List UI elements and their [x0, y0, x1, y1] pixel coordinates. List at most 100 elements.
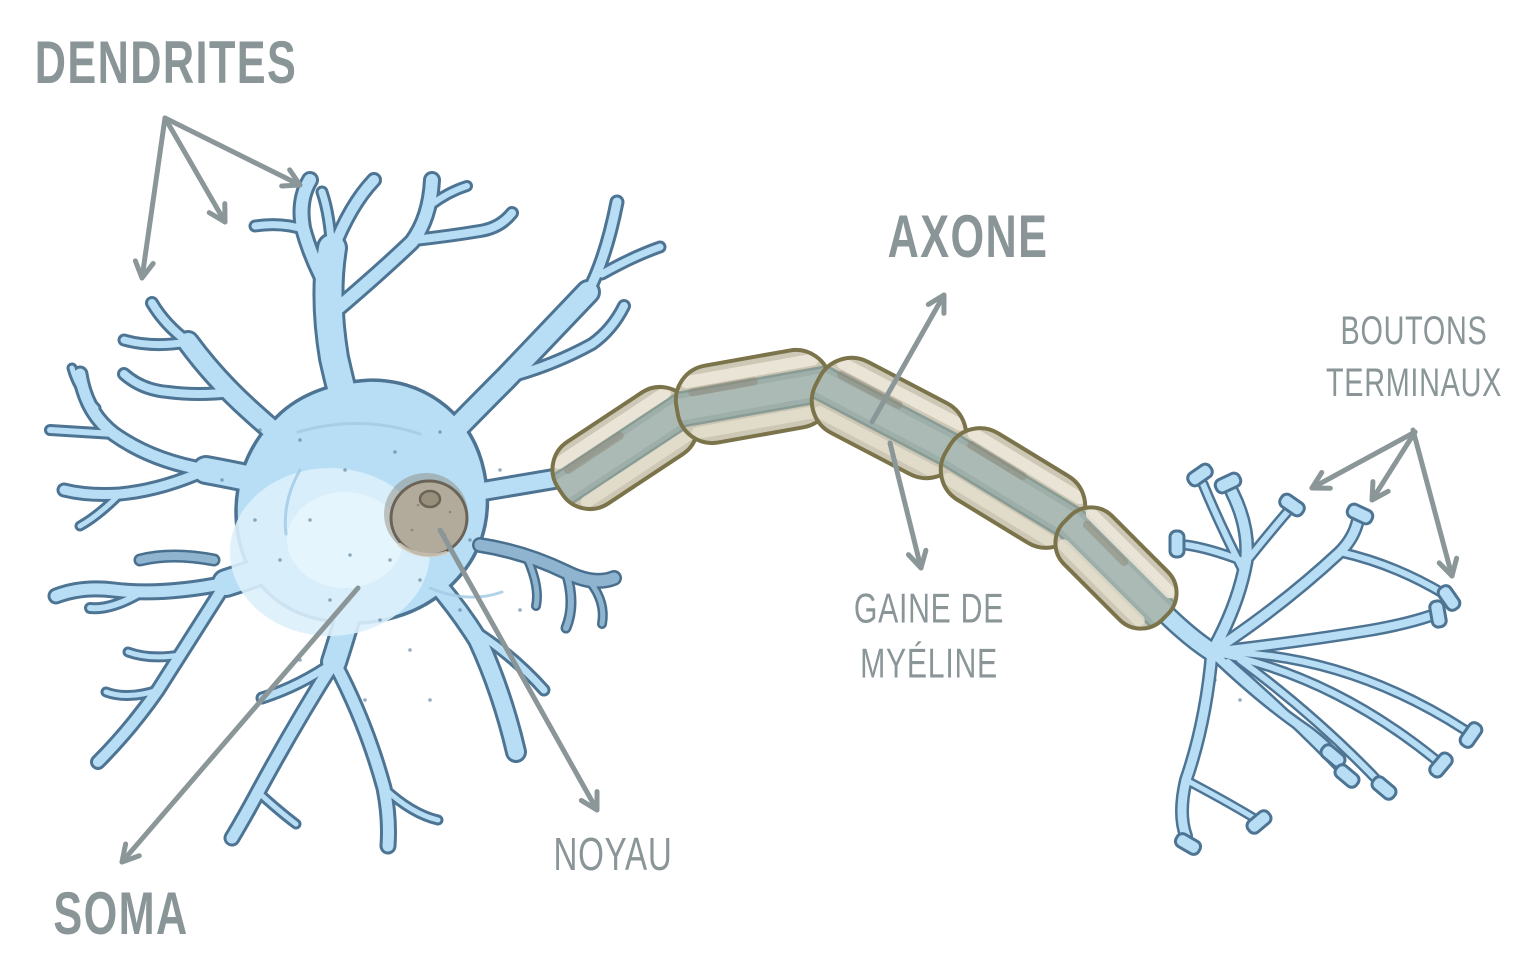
axon-band-core — [549, 392, 701, 504]
cytoplasm-speck — [438, 430, 442, 434]
myelin-sheath-group — [545, 347, 1183, 635]
gaine-de-myeline-label: GAINE DE MYÉLINE — [854, 581, 1004, 690]
terminal-bouton — [1278, 492, 1306, 518]
cytoplasm-speck — [278, 558, 282, 562]
cytoplasm-speck — [1238, 698, 1242, 702]
terminal-bouton — [1428, 599, 1448, 629]
label-arrow — [869, 292, 947, 425]
label-arrow — [1410, 427, 1460, 579]
myelin-highlight — [836, 357, 967, 431]
terminal-branch — [1208, 612, 1434, 656]
terminal-bouton — [1168, 529, 1186, 559]
label-arrow — [119, 585, 361, 865]
myelin-segment — [670, 347, 838, 446]
myelin-highlight — [691, 405, 826, 440]
shaded-dendrite — [136, 552, 218, 564]
label-arrow — [1369, 429, 1418, 503]
soma-label: SOMA — [53, 880, 189, 947]
bouton-knob — [1345, 502, 1375, 526]
dendrite-branch — [410, 209, 516, 244]
label-arrow — [162, 115, 303, 189]
cytoplasm-speck — [458, 608, 462, 612]
dendrite-branch — [428, 183, 470, 208]
cytoplasm-speck — [408, 648, 412, 652]
dendrites-label: DENDRITES — [34, 29, 298, 96]
terminal-bouton — [1186, 462, 1214, 488]
dendrite-branch — [120, 336, 192, 349]
cytoplasm-speck — [498, 468, 502, 472]
myelin-highlight — [813, 406, 940, 478]
dendrite-branch — [502, 302, 628, 382]
terminal-bouton — [1173, 832, 1203, 856]
shaded-dendrite — [563, 569, 574, 631]
cytoplasm-speck — [378, 618, 382, 622]
axon-band-core — [807, 368, 971, 468]
dendrite-branch — [328, 656, 394, 852]
terminal-branch — [1243, 507, 1292, 565]
myelin-shading — [564, 431, 624, 475]
nucleus-highlight — [398, 543, 448, 558]
myelin-highlight — [942, 472, 1057, 548]
shaded-dendrites — [133, 537, 622, 634]
terminal-bouton — [1370, 775, 1398, 801]
bouton-knob — [1173, 832, 1203, 856]
terminal-bouton — [1333, 763, 1361, 789]
dendrite-branch — [103, 687, 161, 698]
myelin-shading — [967, 440, 1027, 481]
bouton-knob — [1245, 809, 1273, 835]
cytoplasm-speck — [298, 438, 302, 442]
axon-band-edge — [933, 458, 1075, 547]
dendrite-branch — [125, 649, 183, 660]
boutons-label-line2: TERMINAUX — [1325, 361, 1503, 405]
dendrite-branch — [381, 785, 441, 823]
membrane-crease — [296, 422, 422, 436]
nucleus-group — [384, 473, 469, 558]
nucleus-speck — [410, 528, 414, 532]
axon-terminal-tree — [1139, 462, 1484, 856]
dendrite-branch — [226, 656, 340, 844]
shaded-dendrite — [474, 539, 620, 587]
cytoplasm-speck — [518, 608, 522, 612]
myelin-highlight — [552, 386, 671, 470]
myelin-segment-detail — [670, 353, 838, 440]
terminal-branch — [1207, 515, 1363, 657]
label-arrows — [119, 115, 1460, 865]
myelin-highlight — [580, 427, 696, 509]
soma-decor — [220, 422, 1242, 702]
nucleolus-shape — [418, 489, 442, 509]
axon-band-core — [937, 435, 1089, 541]
bouton-knob — [1168, 529, 1186, 559]
cytoplasm-speck — [343, 468, 347, 472]
myelin-segment — [1049, 501, 1183, 635]
terminal-bouton — [1345, 502, 1375, 526]
axon-band-edge — [563, 414, 705, 510]
terminal-bouton — [1458, 721, 1484, 749]
dendrite-branch — [583, 197, 622, 297]
label-arrow — [162, 115, 228, 225]
cytoplasm-speck — [418, 578, 422, 582]
terminal-branch — [1209, 649, 1468, 733]
terminal-branch — [1183, 542, 1243, 563]
dendrite-branch — [598, 243, 664, 278]
cytoplasm-speck — [388, 558, 392, 562]
cytoplasm-speck — [308, 518, 312, 522]
bouton-knob — [1370, 775, 1398, 801]
label-arrow — [132, 115, 168, 281]
terminal-branch — [1337, 549, 1447, 597]
nucleus-speck — [448, 510, 452, 514]
bouton-knob — [1213, 471, 1243, 495]
cytoplasm-speck — [348, 553, 352, 557]
label-arrow — [437, 527, 600, 813]
shaded-dendrite — [587, 579, 606, 627]
bouton-knob — [1428, 751, 1454, 779]
myelin-shading — [1082, 520, 1129, 567]
bouton-knob — [1428, 599, 1448, 629]
bouton-knob — [1186, 462, 1214, 488]
dendrite-branch — [255, 789, 299, 827]
cytoplasm-speck — [428, 698, 432, 702]
bouton-knob — [1458, 721, 1484, 749]
soma-glow-core — [287, 492, 403, 588]
dendrite-branch — [69, 365, 99, 411]
myelin-highlight — [680, 353, 819, 389]
